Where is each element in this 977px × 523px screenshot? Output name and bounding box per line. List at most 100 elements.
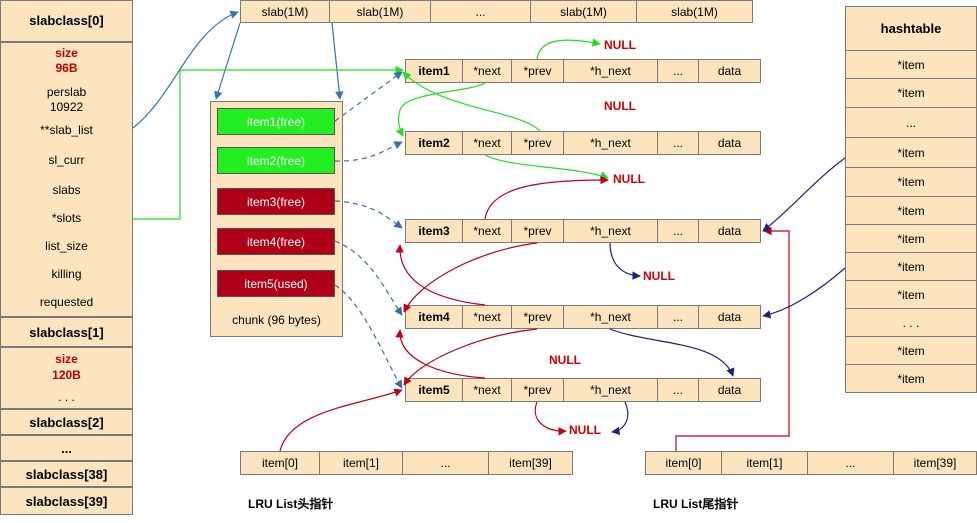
chunk-item5: item5(used) — [217, 270, 335, 297]
lru-tail-cell: ... — [807, 451, 894, 475]
hashtable-slot: *item — [845, 50, 977, 79]
slab-to-chunk-arrow — [214, 22, 241, 100]
hashtable-slot: *item — [845, 78, 977, 108]
chunk-item-link — [334, 71, 403, 122]
size-value-1: 120B — [52, 368, 81, 382]
item-next: *next — [462, 131, 512, 155]
slab-to-chunk-arrow — [331, 22, 344, 100]
free-next-null-arrow — [484, 154, 609, 180]
h-next-arrow — [609, 328, 735, 377]
item-next: *next — [462, 305, 512, 329]
hashtable-slot: *item — [845, 364, 977, 393]
hashtable-slot: . . . — [845, 308, 977, 337]
lru-prev-null-arrow — [484, 175, 609, 220]
hash-chain-arrow — [762, 157, 846, 232]
item-prev: *prev — [511, 131, 564, 155]
field-slab-list: **slab_list — [40, 123, 93, 137]
slab-cell: slab(1M) — [636, 0, 753, 23]
item-h-next: *h_next — [563, 378, 658, 402]
item-next: *next — [462, 59, 512, 83]
free-prev-null-arrow — [536, 38, 601, 60]
slabclass-ellipsis-text: ... — [61, 441, 72, 456]
lru-next-arrow — [403, 242, 538, 313]
hashtable-title: hashtable — [845, 6, 977, 51]
item-prev: *prev — [511, 305, 564, 329]
chunk-item1: item1(free) — [217, 108, 335, 135]
field-slabs: slabs — [52, 183, 81, 197]
item-name: item2 — [405, 131, 463, 155]
hashtable-slot: *item — [845, 336, 977, 365]
lru-prev-arrow — [395, 329, 486, 379]
size-label-1: size — [55, 352, 78, 366]
item-name: item3 — [405, 219, 463, 243]
chunk-item-link — [334, 240, 403, 316]
item-next: *next — [462, 378, 512, 402]
item-name: item5 — [405, 378, 463, 402]
null-label: NULL — [604, 99, 636, 113]
field-killing: killing — [51, 267, 82, 281]
item-data: data — [698, 131, 761, 155]
hashtable-slot: *item — [845, 196, 977, 225]
null-label: NULL — [643, 269, 675, 283]
chunk-item-link — [334, 141, 403, 162]
slabclass-1-header: slabclass[1] — [0, 317, 133, 347]
item-data: data — [698, 378, 761, 402]
item-name: item4 — [405, 305, 463, 329]
hashtable-slot: *item — [845, 167, 977, 197]
item-h-next: *h_next — [563, 131, 658, 155]
lru-tail-cell: item[0] — [645, 451, 722, 475]
lru-tail-cell: item[39] — [893, 451, 977, 475]
hash-chain-arrow — [762, 267, 846, 319]
slabclass-2: slabclass[2] — [0, 409, 133, 435]
item-data: data — [698, 59, 761, 83]
null-label: NULL — [549, 353, 581, 367]
h-next-null-arrow — [611, 401, 629, 435]
item-ellipsis: ... — [657, 59, 699, 83]
item-ellipsis: ... — [657, 131, 699, 155]
chunk-item2: item2(free) — [217, 147, 335, 174]
lru-tail-cell: item[1] — [721, 451, 808, 475]
chunk-item-link — [334, 284, 403, 389]
item-h-next: *h_next — [563, 59, 658, 83]
chunk-item-link — [334, 200, 403, 229]
item-h-next: *h_next — [563, 305, 658, 329]
hashtable-slot: *item — [845, 252, 977, 281]
perslab-label: perslab — [46, 85, 87, 99]
item-h-next: *h_next — [563, 219, 658, 243]
slabclass-38-title: slabclass[38] — [25, 467, 108, 482]
item-ellipsis: ... — [657, 378, 699, 402]
slabclass-0-header: slabclass[0] — [0, 0, 133, 42]
lru-next-arrow — [403, 328, 538, 386]
item-data: data — [698, 305, 761, 329]
lru-head-cell: item[39] — [488, 451, 573, 475]
chunk-item4: item4(free) — [217, 228, 335, 255]
item-name: item1 — [405, 59, 463, 83]
chunk-item3: item3(free) — [217, 188, 335, 215]
slabclass-39: slabclass[39] — [0, 487, 133, 515]
lru-tail-arrow — [675, 226, 790, 451]
null-label: NULL — [569, 423, 601, 437]
slabclass-ellipsis: ... — [0, 435, 133, 461]
item-next: *next — [462, 219, 512, 243]
field-list-size: list_size — [45, 239, 88, 253]
item-prev: *prev — [511, 59, 564, 83]
h-next-null-arrow — [609, 242, 641, 280]
chunk-caption: chunk (96 bytes) — [232, 313, 321, 327]
perslab-value: 10922 — [49, 100, 84, 114]
hashtable-slot: *item — [845, 137, 977, 168]
lru-head-arrow — [279, 388, 403, 452]
slabclass-2-title: slabclass[2] — [29, 415, 104, 430]
hashtable-slot: *item — [845, 224, 977, 253]
hashtable-slot: *item — [845, 280, 977, 309]
chunk-container: chunk (96 bytes) — [210, 101, 343, 337]
free-next-arrow — [395, 82, 486, 137]
lru-tail-caption: LRU List尾指针 — [653, 497, 739, 511]
lru-head-cell: item[0] — [240, 451, 320, 475]
lru-next-null-arrow — [534, 401, 567, 436]
item-data: data — [698, 219, 761, 243]
slabclass-1-more: . . . — [58, 390, 75, 404]
lru-head-cell: item[1] — [319, 451, 403, 475]
slab-cell: slab(1M) — [329, 0, 431, 23]
hashtable-slot: ... — [845, 107, 977, 138]
field-slots: *slots — [51, 211, 82, 225]
